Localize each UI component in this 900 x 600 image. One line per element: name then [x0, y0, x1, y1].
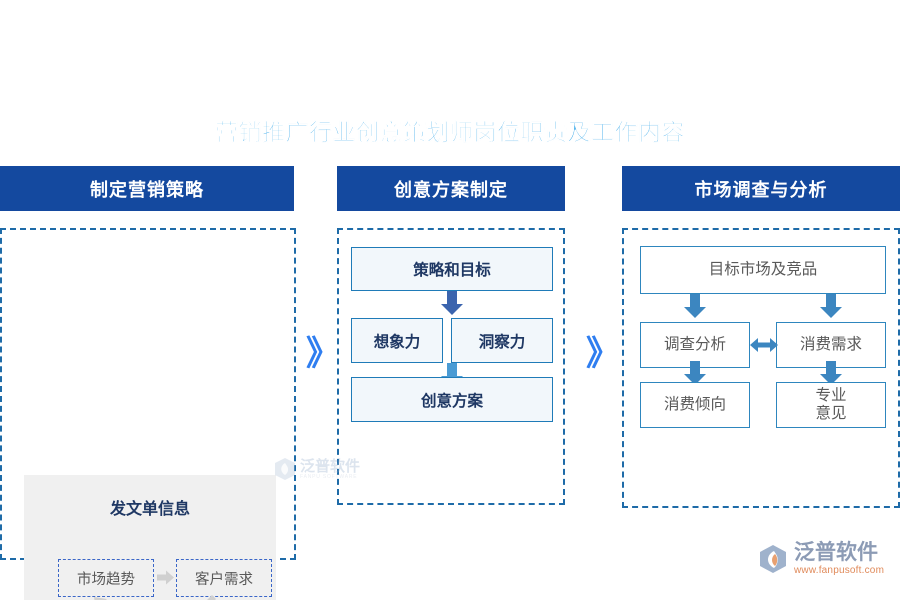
- node-creative-plan[interactable]: 创意方案: [351, 377, 553, 422]
- brand-logo: 泛普软件 www.fanpusoft.com: [758, 542, 884, 576]
- fanpu-logo-icon: [760, 545, 786, 573]
- column-header-creative-plan[interactable]: 创意方案制定: [337, 166, 565, 211]
- node-customer-demand[interactable]: 客户需求: [176, 559, 272, 597]
- chevron-separator-icon-2: 》: [586, 334, 620, 374]
- chevron-separator-icon-1: 》: [306, 334, 340, 374]
- arrow-down-icon-4: [820, 294, 842, 318]
- node-survey-analysis[interactable]: 调查分析: [640, 322, 750, 368]
- arrow-right-icon: [157, 570, 174, 585]
- arrow-down-icon-5: [684, 361, 706, 385]
- column-header-marketing-strategy[interactable]: 制定营销策略: [0, 166, 294, 211]
- node-professional-opinion[interactable]: 专业意见: [776, 382, 886, 428]
- arrow-down-icon-6: [820, 361, 842, 385]
- gray-panel-title: 发文单信息: [109, 501, 190, 518]
- node-target-market-and-competitors[interactable]: 目标市场及竞品: [640, 246, 886, 294]
- arrow-down-left-icon: [207, 595, 216, 600]
- node-consumer-tendency[interactable]: 消费倾向: [640, 382, 750, 428]
- node-imagination[interactable]: 想象力: [351, 318, 443, 363]
- gray-panel-dispatch-info: 发文单信息 市场趋势 客户需求 品牌目标: [24, 475, 276, 600]
- arrow-bidirectional-icon: [750, 338, 778, 352]
- arrow-down-icon-3: [684, 294, 706, 318]
- node-market-trend[interactable]: 市场趋势: [58, 559, 154, 597]
- column-container-marketing-strategy: 发文单信息 市场趋势 客户需求 品牌目标: [0, 228, 296, 600]
- arrow-down-icon-1: [441, 291, 463, 315]
- page-title: 营销推广行业创意策划师岗位职责及工作内容: [215, 119, 685, 146]
- column-container-market-research: 目标市场及竞品 调查分析 消费需求 消费倾向 专业意见: [622, 228, 900, 508]
- column-container-creative-plan: 策略和目标 想象力 洞察力 创意方案: [337, 228, 565, 505]
- arrow-up-left-icon: [94, 597, 107, 600]
- logo-url: www.fanpusoft.com: [794, 565, 885, 576]
- node-insight[interactable]: 洞察力: [451, 318, 553, 363]
- node-strategy-and-goal[interactable]: 策略和目标: [351, 247, 553, 291]
- logo-text: 泛普软件: [794, 541, 878, 564]
- column-header-market-research[interactable]: 市场调查与分析: [622, 166, 900, 211]
